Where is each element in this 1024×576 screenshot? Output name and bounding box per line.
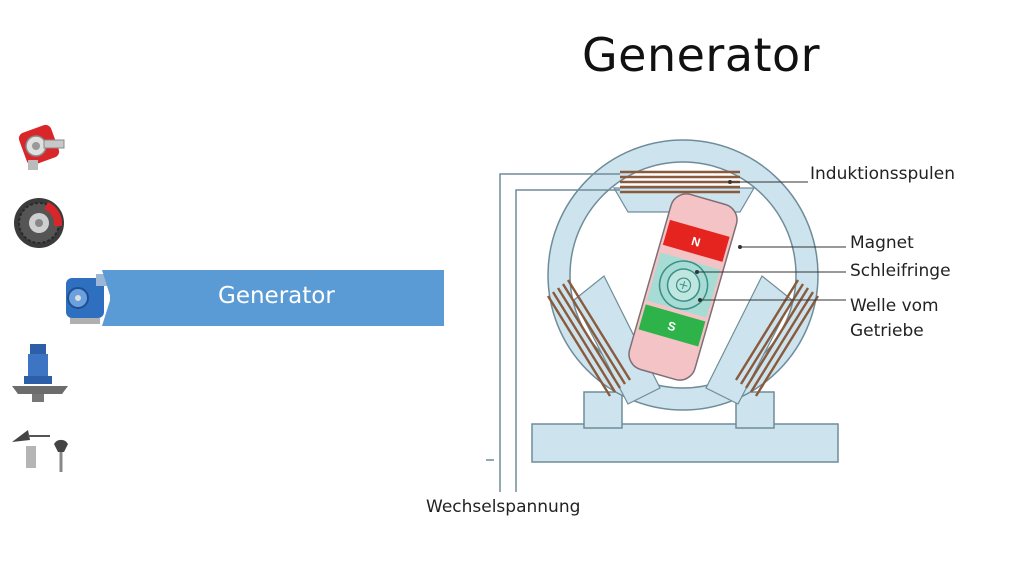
coil-right [734, 279, 820, 397]
housing-base [531, 423, 839, 463]
magnet-north [662, 219, 730, 262]
magnet-south [638, 304, 706, 347]
yaw-drive-icon[interactable] [10, 342, 70, 404]
gearbox-icon[interactable] [14, 122, 66, 170]
housing-foot-left [583, 391, 623, 429]
label-slip-rings: Schleifringe [850, 261, 951, 281]
magnet-north-label: N [690, 234, 702, 250]
anemometer-icon[interactable] [10, 424, 72, 476]
output-wire-outer [499, 173, 620, 492]
housing-foot-right [735, 391, 775, 429]
generator-motor-icon[interactable] [64, 270, 110, 328]
label-shaft-line2: Getriebe [850, 321, 924, 341]
nav-active-label: Generator [218, 283, 335, 309]
coil-top [620, 170, 740, 194]
pole-right [705, 275, 793, 405]
magnet-south-label: S [666, 319, 678, 335]
slide-title: Generator [582, 28, 821, 82]
label-coils: Induktionsspulen [810, 164, 955, 184]
label-shaft-line1: Welle vom [850, 296, 939, 316]
label-magnet: Magnet [850, 233, 914, 253]
coil-left [546, 279, 632, 397]
nav-active-item[interactable] [110, 270, 444, 326]
pole-left [573, 275, 661, 405]
brake-disc-icon[interactable] [12, 196, 66, 250]
label-ac-voltage: Wechselspannung [426, 497, 581, 517]
output-wire-inner [515, 189, 620, 492]
